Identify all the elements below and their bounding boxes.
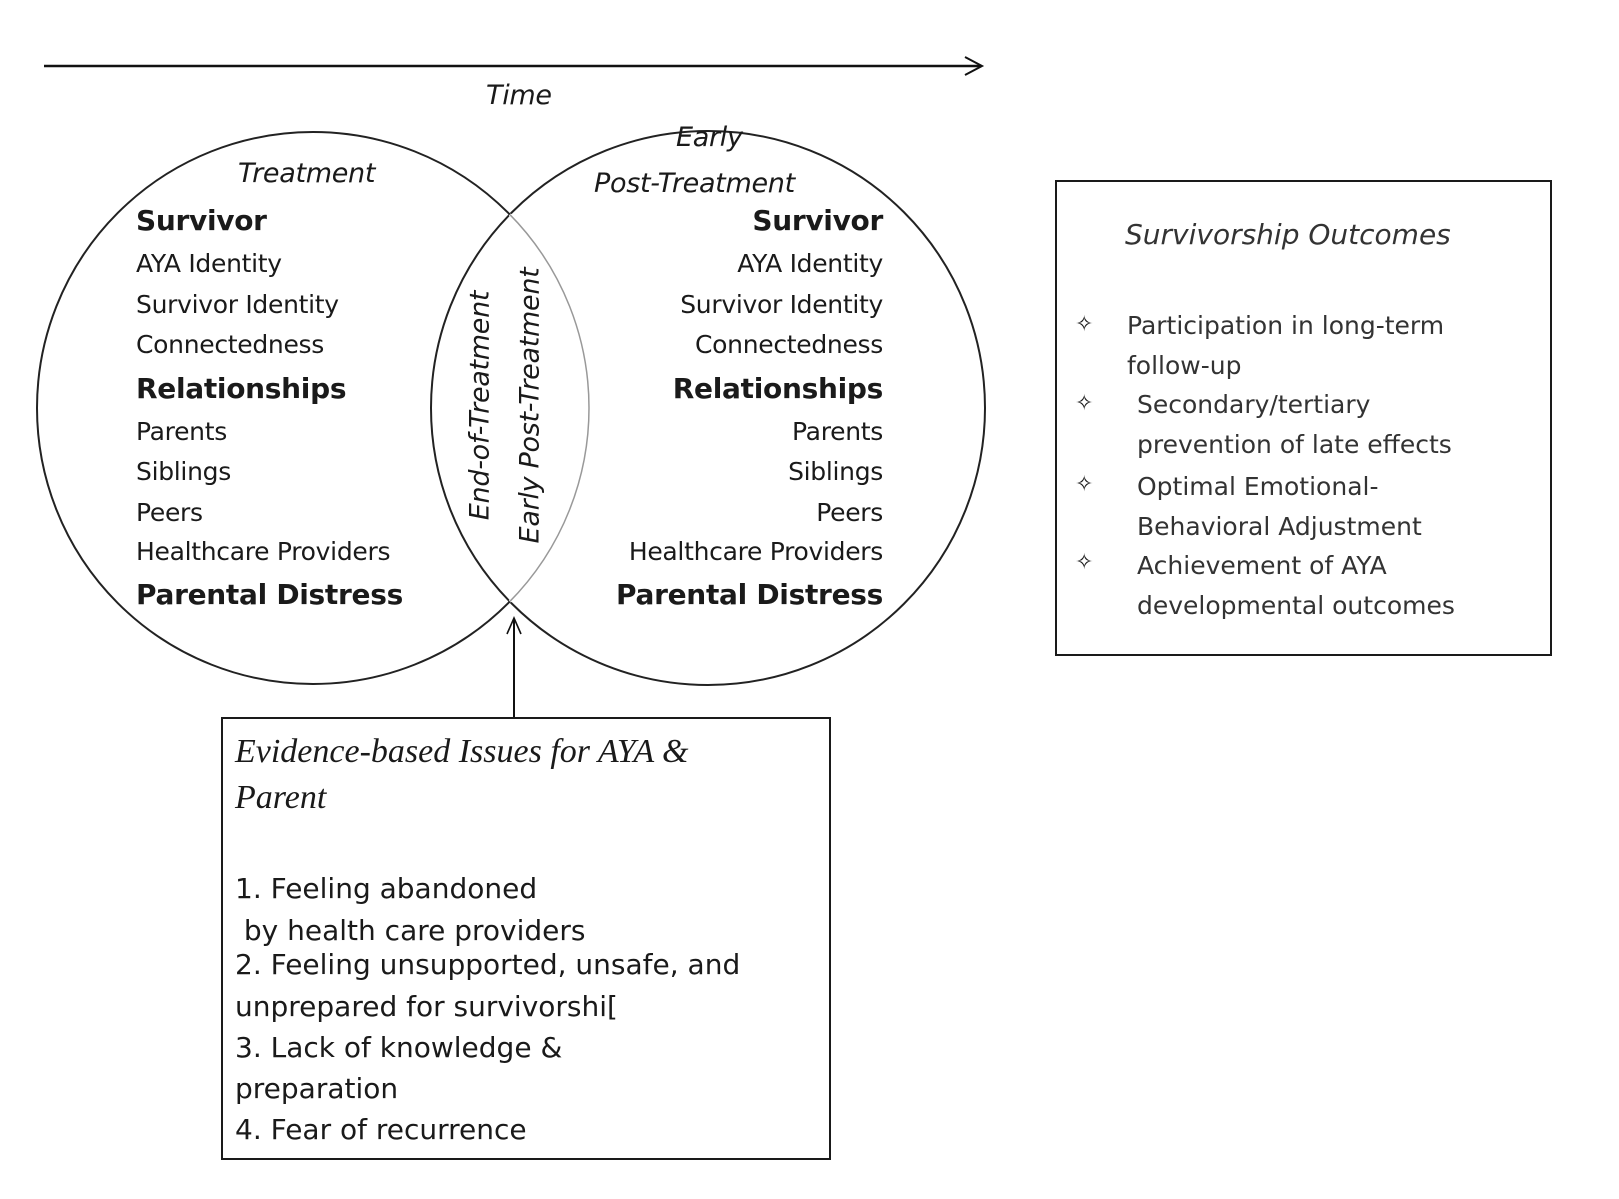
right-heading-relationships: Relationships — [672, 372, 884, 405]
outcome-line: Behavioral Adjustment — [1137, 512, 1422, 541]
evidence-line: unprepared for survivorshi[ — [235, 990, 618, 1023]
outcome-line: developmental outcomes — [1137, 591, 1455, 620]
left-heading-survivor: Survivor — [136, 204, 267, 237]
right-heading-parental-distress: Parental Distress — [616, 578, 883, 611]
outcome-item: Secondary/tertiary prevention of late ef… — [1137, 385, 1452, 465]
left-item: Peers — [136, 498, 203, 527]
outcome-line: Secondary/tertiary — [1137, 390, 1371, 419]
early-post-treatment-label: Early Post-Treatment — [514, 267, 546, 544]
right-item: Parents — [792, 417, 883, 446]
outcome-item: Participation in long-term follow-up — [1127, 306, 1444, 386]
right-item: Connectedness — [695, 330, 883, 359]
overlap-arc-light — [431, 131, 590, 685]
evidence-line: 2. Feeling unsupported, unsafe, and — [235, 948, 741, 981]
evidence-title-line: Evidence-based Issues for AYA & — [235, 733, 689, 770]
right-item: Siblings — [788, 457, 883, 486]
post-treatment-phase-label: Post-Treatment — [594, 168, 795, 199]
left-item: Parents — [136, 417, 227, 446]
right-item: Peers — [816, 498, 883, 527]
outcomes-title: Survivorship Outcomes — [1125, 218, 1451, 251]
right-item: AYA Identity — [737, 249, 883, 278]
early-phase-label: Early — [676, 122, 743, 153]
outcome-line: follow-up — [1127, 351, 1242, 380]
left-item: Siblings — [136, 457, 231, 486]
right-item: Healthcare Providers — [628, 537, 883, 566]
evidence-issues-box: Evidence-based Issues for AYA & Parent 1… — [221, 717, 831, 1160]
left-item: Connectedness — [136, 330, 324, 359]
evidence-line: preparation — [235, 1072, 399, 1105]
left-item: Survivor Identity — [136, 290, 339, 319]
left-item: Healthcare Providers — [136, 537, 391, 566]
evidence-line: 3. Lack of knowledge & — [235, 1031, 563, 1064]
left-item: AYA Identity — [136, 249, 282, 278]
evidence-list: 1. Feeling abandoned by health care prov… — [235, 869, 740, 1151]
right-heading-survivor: Survivor — [752, 204, 883, 237]
diamond-star-icon: ✧ — [1075, 312, 1094, 337]
outcome-item: Optimal Emotional- Behavioral Adjustment — [1137, 467, 1422, 547]
outcome-line: Optimal Emotional- — [1137, 472, 1379, 501]
time-arrow-head — [964, 56, 985, 76]
evidence-title: Evidence-based Issues for AYA & Parent — [235, 729, 688, 821]
treatment-phase-label: Treatment — [238, 158, 376, 189]
diamond-star-icon: ✧ — [1075, 472, 1094, 497]
end-of-treatment-label: End-of-Treatment — [464, 290, 496, 521]
outcome-line: Participation in long-term — [1127, 311, 1445, 340]
survivorship-outcomes-box: Survivorship Outcomes ✧ Participation in… — [1055, 180, 1552, 656]
evidence-line: 4. Fear of recurrence — [235, 1113, 527, 1146]
outcome-item: Achievement of AYA developmental outcome… — [1137, 546, 1455, 626]
diamond-star-icon: ✧ — [1075, 550, 1094, 575]
outcome-line: Achievement of AYA — [1137, 551, 1387, 580]
outcome-line: prevention of late effects — [1137, 430, 1452, 459]
evidence-line: by health care providers — [235, 914, 586, 947]
diamond-star-icon: ✧ — [1075, 391, 1094, 416]
left-heading-relationships: Relationships — [136, 372, 347, 405]
post-treatment-circle — [430, 130, 986, 686]
evidence-line: 1. Feeling abandoned — [235, 872, 538, 905]
evidence-title-line: Parent — [235, 779, 327, 816]
evidence-arrow-head — [506, 616, 522, 635]
left-heading-parental-distress: Parental Distress — [136, 578, 403, 611]
time-label: Time — [486, 80, 552, 111]
right-item: Survivor Identity — [680, 290, 883, 319]
